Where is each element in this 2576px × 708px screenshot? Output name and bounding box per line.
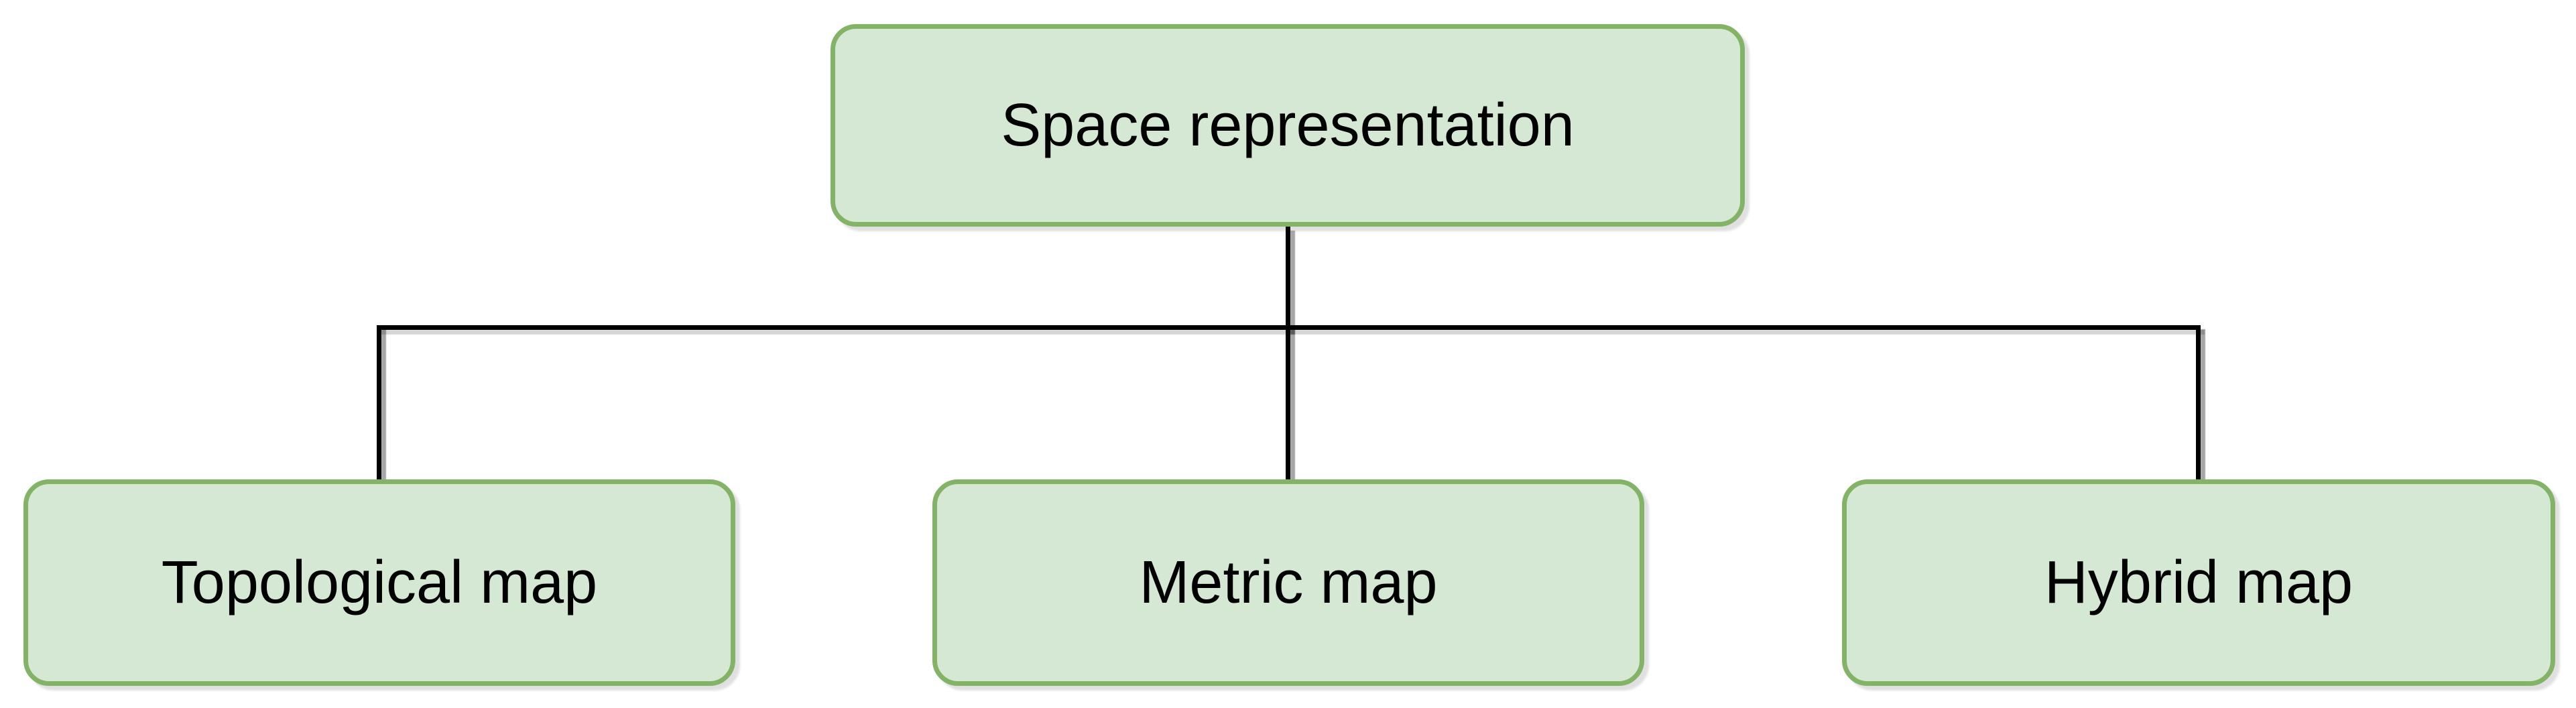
connector-stem	[1286, 227, 1290, 331]
node-label: Metric map	[1139, 549, 1438, 616]
node-label: Space representation	[1001, 92, 1575, 159]
connector-drop-topological	[377, 325, 381, 479]
node-hybrid-map: Hybrid map	[1842, 479, 2555, 686]
connector-drop-metric	[1286, 325, 1290, 479]
connector-drop-hybrid	[2196, 325, 2201, 479]
node-metric-map: Metric map	[932, 479, 1644, 686]
node-topological-map: Topological map	[23, 479, 735, 686]
node-label: Topological map	[161, 549, 598, 616]
node-label: Hybrid map	[2044, 549, 2353, 616]
node-space-representation: Space representation	[831, 24, 1745, 227]
